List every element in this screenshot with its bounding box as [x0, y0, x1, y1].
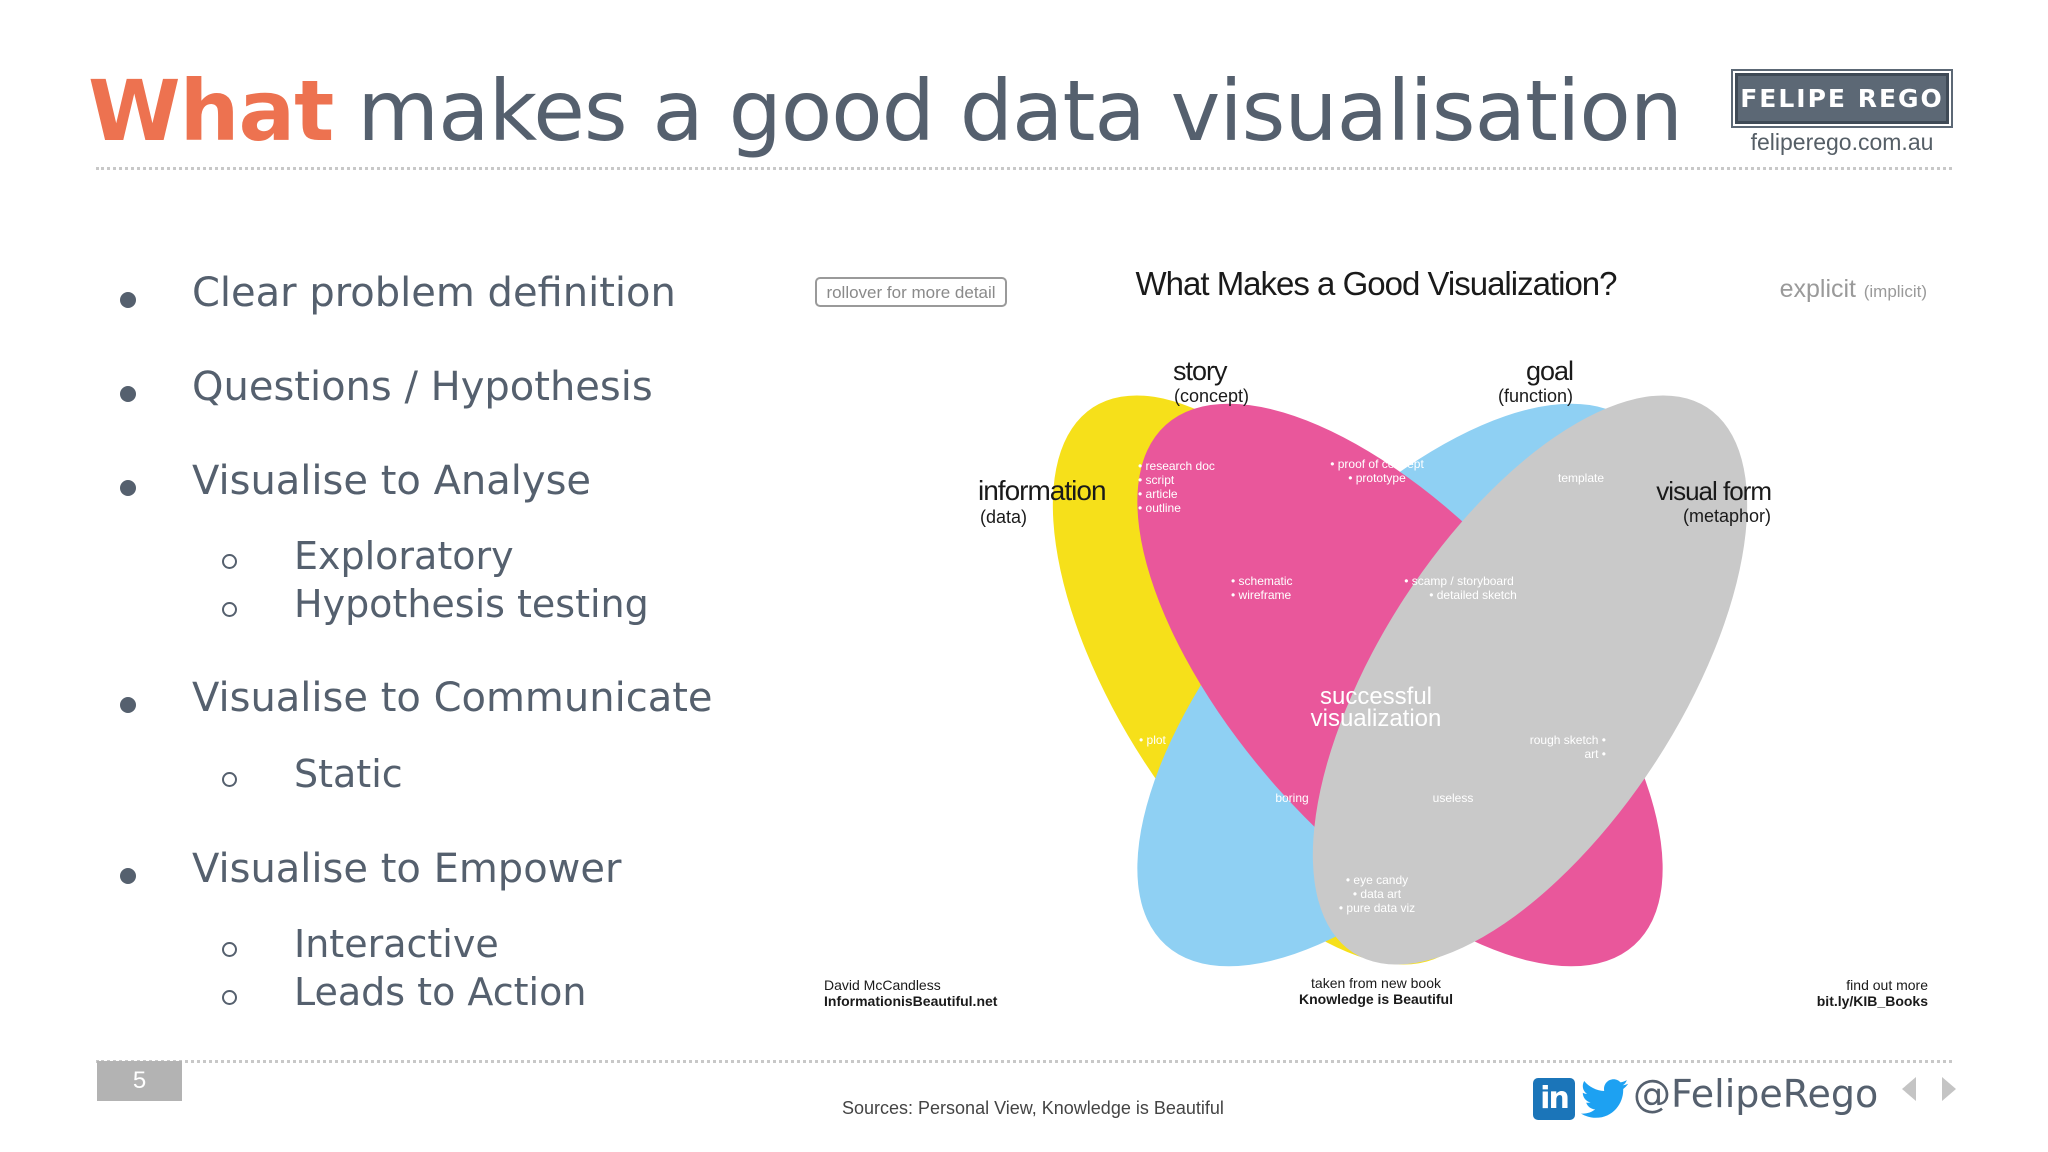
sub-bullet-text: Leads to Action — [294, 970, 587, 1014]
bullet-dot — [120, 480, 136, 496]
rollover-badge[interactable] — [815, 277, 1007, 307]
linkedin-icon[interactable]: in — [1533, 1078, 1575, 1120]
rough-item: rough sketch • — [1530, 733, 1606, 747]
bullet-dot — [120, 868, 136, 884]
story-item: • outline — [1138, 501, 1181, 515]
proof-item: • proof of concept — [1330, 457, 1424, 471]
bullet-text: Questions / Hypothesis — [192, 364, 653, 410]
success-label: visualization — [1311, 705, 1442, 732]
scamp-item: • scamp / storyboard — [1404, 574, 1514, 588]
nav-prev-icon[interactable] — [1900, 1075, 1918, 1103]
rough-item: art • — [1584, 747, 1606, 761]
goal-sub: (function) — [1498, 386, 1573, 406]
information-label: information — [978, 475, 1106, 506]
boring-label: boring — [1275, 791, 1308, 805]
venn-diagram: rollover for more detail What Makes a Go… — [815, 265, 1928, 1009]
brand-url: feliperego.com.au — [1750, 129, 1934, 155]
title-accent: What — [88, 62, 334, 160]
visual-form-ellipse — [1312, 395, 1748, 965]
rollover-label: rollover for more detail — [826, 283, 995, 302]
story-label: story — [1173, 356, 1228, 386]
credit-website: InformationisBeautiful.net — [824, 993, 998, 1009]
sub-bullet-ring — [222, 554, 237, 569]
information-sub: (data) — [980, 507, 1027, 527]
story-item: • article — [1138, 487, 1178, 501]
twitter-icon[interactable] — [1581, 1078, 1629, 1120]
schematic-item: • schematic — [1231, 574, 1293, 588]
bullet-text: Clear problem definition — [192, 270, 676, 316]
explicit-label: explicit — [1780, 275, 1856, 303]
sub-bullet-text: Exploratory — [294, 534, 514, 578]
success-label: successful — [1320, 683, 1432, 710]
scamp-item: • detailed sketch — [1429, 588, 1517, 602]
plot-label: • plot — [1139, 733, 1167, 747]
eye-item: • eye candy — [1346, 873, 1408, 887]
proof-item: • prototype — [1348, 471, 1406, 485]
story-item: • script — [1138, 473, 1175, 487]
venn-title: What Makes a Good Visualization? — [1136, 265, 1618, 302]
story-sub: (concept) — [1174, 386, 1249, 406]
title-rest: makes a good data visualisation — [357, 62, 1683, 160]
bottom-divider — [96, 1060, 1952, 1063]
bullet-text: Visualise to Empower — [192, 846, 622, 892]
bullet-dot — [120, 386, 136, 402]
eye-item: • pure data viz — [1339, 901, 1415, 915]
useless-label: useless — [1433, 791, 1474, 805]
bullet-text: Visualise to Communicate — [192, 675, 713, 721]
visual-form-sub: (metaphor) — [1683, 506, 1771, 526]
sub-bullet-text: Interactive — [294, 922, 499, 966]
sub-bullet-text: Static — [294, 752, 403, 796]
page-number: 5 — [97, 1061, 182, 1101]
sub-bullet-ring — [222, 990, 237, 1005]
brand-logo: FELIPE REGO — [1731, 69, 1953, 128]
social-handle[interactable]: @FelipeRego — [1633, 1072, 1879, 1116]
eye-item: • data art — [1353, 887, 1402, 901]
goal-label: goal — [1526, 356, 1573, 386]
bullet-dot — [120, 292, 136, 308]
credit-more: find out more — [1846, 977, 1928, 993]
visual-form-label: visual form — [1656, 476, 1771, 506]
top-divider — [96, 167, 1952, 170]
credit-link[interactable]: bit.ly/KIB_Books — [1817, 993, 1928, 1009]
sources-note: Sources: Personal View, Knowledge is Bea… — [842, 1098, 1224, 1118]
bullet-dot — [120, 697, 136, 713]
nav-next-icon[interactable] — [1940, 1075, 1958, 1103]
credit-book-title: Knowledge is Beautiful — [1299, 991, 1453, 1007]
sub-bullet-ring — [222, 942, 237, 957]
implicit-label: (implicit) — [1864, 282, 1927, 301]
sub-bullet-ring — [222, 602, 237, 617]
credit-author: David McCandless — [824, 977, 941, 993]
story-item: • research doc — [1138, 459, 1215, 473]
template-label: template — [1558, 471, 1604, 485]
schematic-item: • wireframe — [1231, 588, 1292, 602]
credit-book-note: taken from new book — [1311, 975, 1442, 991]
sub-bullet-text: Hypothesis testing — [294, 582, 649, 626]
sub-bullet-ring — [222, 772, 237, 787]
bullet-text: Visualise to Analyse — [192, 458, 592, 504]
